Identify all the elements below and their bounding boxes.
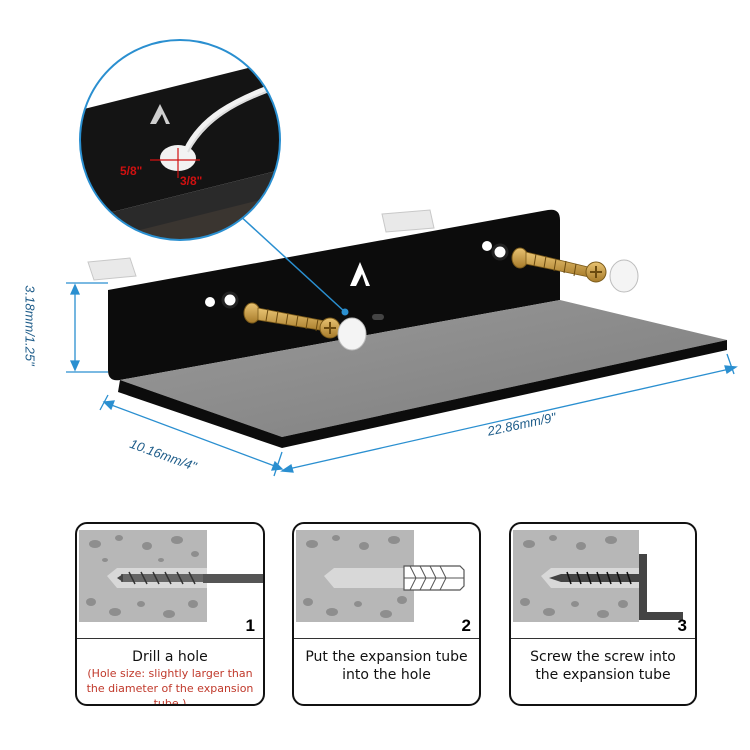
step-number: 3 [677,616,687,635]
step-caption: Drill a hole [132,649,208,665]
hole-height-label: 3/8" [180,174,203,188]
logo-icon [350,262,370,286]
step-caption: Screw the screw into the expansion tube [530,649,676,683]
mount-hole [482,241,492,251]
step-caption: Put the expansion tube into the hole [305,649,468,683]
hole-width-label: 5/8" [120,164,143,178]
mount-hole [491,243,509,261]
step-divider [511,638,695,639]
step-card-3: 3 Screw the screw into the expansion tub… [509,522,697,706]
zoom-detail [79,39,281,241]
step-note: (Hole size: slightly larger than the dia… [86,667,254,706]
cable-slot [372,314,384,320]
screw-cap [337,317,367,351]
mount-hole [205,297,215,307]
step-number: 1 [245,616,255,635]
step-card-2: 2 Put the expansion tube into the hole [292,522,481,706]
screw-icon [511,247,607,283]
callout-dot [341,308,349,316]
screw-icon [513,530,683,622]
anchor-icon [87,209,435,281]
step-card-1: 1 Drill a hole (Hole size: slightly larg… [75,522,265,706]
shelf-top-surface [120,300,727,437]
callout-line [237,213,346,313]
mount-hole [221,291,239,309]
shelf-product-image [66,39,738,477]
step-number: 2 [461,616,471,635]
height-dimension-label: 3.18mm/1.25" [22,285,38,366]
dimension-lines [66,282,738,477]
step-divider [294,638,479,639]
drill-bit-icon [79,530,263,622]
anchor-icon [296,530,465,622]
screw-icon [243,302,341,339]
step-divider [77,638,263,639]
screw-cap [609,259,639,293]
shelf-back-plate [108,209,560,381]
